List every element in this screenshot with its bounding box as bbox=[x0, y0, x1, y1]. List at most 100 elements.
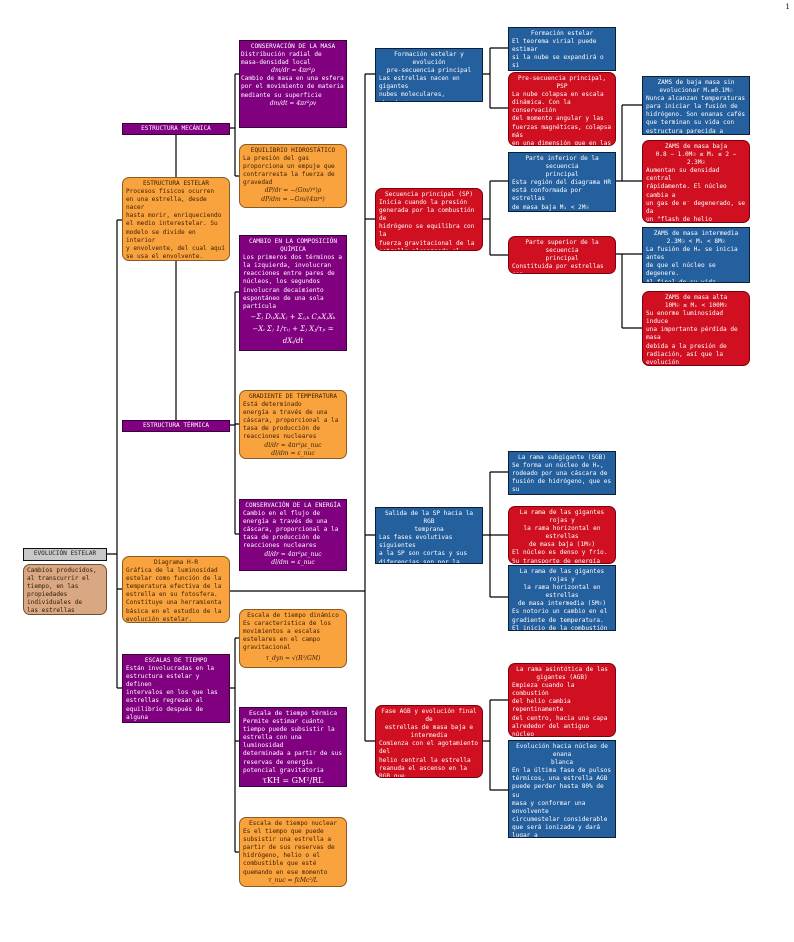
connector-salida-children bbox=[483, 471, 508, 598]
formula: dl/dr = 4πr²ρε_nuc bbox=[264, 550, 322, 558]
formula: dm/dt = 4πr²ρv bbox=[269, 99, 317, 107]
rama-gigantes-rojas-intermedia: La rama de las gigantes rojas y la rama … bbox=[508, 565, 616, 631]
rama-gigantes-rojas-baja: La rama de las gigantes rojas y la rama … bbox=[508, 506, 616, 564]
evolucion-estelar-title: EVOLUCIÓN ESTELAR bbox=[23, 548, 107, 561]
node-body: Es característica de los movimientos a e… bbox=[243, 620, 332, 652]
node-title: GRADIENTE DE TEMPERATURA bbox=[248, 393, 338, 400]
node-body: Las estrellas nacen en gigantes nubes mo… bbox=[379, 75, 460, 101]
node-body: Procesos físicos ocurren en una estrella… bbox=[126, 188, 226, 260]
node-body: Esta región del diagrama HR está conform… bbox=[512, 179, 612, 211]
node-body: Permite estimar cuánto tiempo puede subs… bbox=[243, 718, 343, 774]
node-title: Salida de la SP hacia la RGB temprana bbox=[384, 510, 474, 534]
node-title: ZAMS de masa baja 0.8 − 1.0M☉ ≤ Mᵢ ≤ 2 −… bbox=[655, 143, 737, 167]
connector-sp-children bbox=[483, 180, 508, 256]
node-title: EQUILIBRIO HIDROSTÁTICO bbox=[250, 147, 336, 154]
formula: dm/dr = 4πr²ρ bbox=[271, 67, 315, 75]
node-body: Constituida por estrellas con Mᵢ > 2M☉ bbox=[512, 263, 604, 273]
connector-superior-children bbox=[616, 253, 642, 329]
node-title: ESTRUCTURA MECÁNICA bbox=[141, 125, 211, 132]
node-title: Pre-secuencia principal, PSP bbox=[517, 75, 607, 91]
formula: τ_dyn ≈ √(R³/GM) bbox=[265, 655, 321, 663]
node-title: ZAMS de baja masa sin evolucionar Mᵢ≤0.1… bbox=[657, 79, 735, 95]
node-body: Aumentan su densidad central rápidamente… bbox=[646, 167, 746, 223]
formula: τ_nuc = fεMc²/L bbox=[268, 876, 318, 884]
fase-agb-evolucion-final: Fase AGB y evolución final de estrellas … bbox=[375, 705, 483, 778]
node-body: Empieza cuando la combustión del helio c… bbox=[512, 682, 608, 737]
node-body: El teorema virial puede estimar si la nu… bbox=[512, 38, 604, 70]
node-body: Inicia cuando la presión generada por la… bbox=[379, 199, 475, 250]
connector-agb-children bbox=[483, 699, 508, 791]
node-body: Cambios producidos, al transcurrir el ti… bbox=[27, 567, 97, 615]
connector-hr-evolution bbox=[230, 73, 375, 742]
node-title: CONSERVACIÓN DE LA ENERGÍA bbox=[245, 502, 341, 509]
secuencia-principal: Secuencia principal (SP)Inicia cuando la… bbox=[375, 188, 483, 251]
node-title: Formación estelar bbox=[530, 30, 594, 37]
node-body: Es el tiempo que puede subsistir una est… bbox=[243, 828, 335, 876]
node-title: Formación estelar y evolución pre-secuen… bbox=[386, 51, 472, 75]
node-body: Distribución radial de masa-densidad loc… bbox=[241, 51, 322, 67]
node-body: Está determinado energía a través de una… bbox=[243, 401, 339, 441]
node-title: ESCALAS DE TIEMPO bbox=[144, 657, 208, 664]
node-title: Parte inferior de la secuencia principal bbox=[525, 155, 599, 179]
formula: dl/dm = ε_nuc bbox=[271, 449, 315, 457]
connector-escalas-children bbox=[230, 637, 239, 853]
parte-superior-sp: Parte superior de la secuencia principal… bbox=[508, 236, 616, 274]
node-body: Su enorme luminosidad induce una importa… bbox=[646, 310, 738, 366]
connector-termica-children bbox=[230, 291, 239, 535]
node-title: La rama de las gigantes rojas y la rama … bbox=[517, 568, 607, 608]
page-number: 1 bbox=[785, 3, 790, 11]
parte-inferior-sp: Parte inferior de la secuencia principal… bbox=[508, 152, 616, 212]
node-title: Evolución hacia núcleo de enana blanca bbox=[516, 743, 608, 767]
node-title: La rama asintótica de las gigantes (AGB) bbox=[516, 666, 608, 682]
node-body: Se forma un núcleo de Hₑ, rodeado por un… bbox=[512, 462, 612, 494]
node-title: Secuencia principal (SP) bbox=[384, 191, 474, 198]
formula: dl/dr = 4πr²ρε_nuc bbox=[264, 441, 322, 449]
node-body: Las fases evolutivas siguientes a la SP … bbox=[379, 534, 468, 564]
node-body: La nube colapsa en escala dinámica. Con … bbox=[512, 91, 612, 146]
estructura-mecanica: ESTRUCTURA MECÁNICA bbox=[122, 123, 230, 135]
formula: dP/dm = −Gm/(4πr⁴) bbox=[261, 195, 325, 203]
node-title: ESTRUCTURA ESTELAR bbox=[142, 180, 210, 187]
node-title: ZAMS de masa alta 10M☉ ≤ Mᵢ < 100M☉ bbox=[664, 294, 728, 310]
node-title: La rama de las gigantes rojas y la rama … bbox=[519, 509, 605, 549]
rama-subgigante: La rama subgigante (SGB)Se forma un núcl… bbox=[508, 451, 616, 495]
node-body: Es notorio un cambio en el gradiente de … bbox=[512, 608, 608, 631]
formula: τKH = GM²/RL bbox=[262, 775, 324, 785]
node-body: Comienza con el agotamiento del helio ce… bbox=[379, 740, 479, 778]
zams-masa-alta: ZAMS de masa alta 10M☉ ≤ Mᵢ < 100M☉Su en… bbox=[642, 291, 750, 366]
node-title: CONSERVACIÓN DE LA MASA bbox=[250, 43, 336, 50]
node-body: Los primeros dos términos a la izquierda… bbox=[243, 254, 343, 310]
zams-masa-baja: ZAMS de masa baja 0.8 − 1.0M☉ ≤ Mᵢ ≤ 2 −… bbox=[642, 140, 750, 223]
node-title: La rama subgigante (SGB) bbox=[517, 454, 607, 461]
node-body: Nunca alcanzan temperaturas para iniciar… bbox=[646, 95, 746, 135]
node-title: Escala de tiempo dinámico bbox=[247, 612, 339, 619]
formula: dP/dr = −(Gm/r²)ρ bbox=[264, 187, 322, 195]
connector-inferior-children bbox=[616, 104, 642, 182]
node-title: EVOLUCIÓN ESTELAR bbox=[33, 550, 97, 557]
node-title: Parte superior de la secuencia principal bbox=[525, 239, 599, 263]
formula: −Σⱼ DᵢⱼXᵢXⱼ + Σⱼ,ₖ CⱼₖXⱼXₖ bbox=[250, 312, 336, 321]
node-title: CAMBIO EN LA COMPOSICIÓN QUÍMICA bbox=[248, 238, 338, 254]
node-body: El núcleo es denso y frío. Su transporte… bbox=[512, 549, 608, 564]
node-body: Cambio de masa en una esfera por el movi… bbox=[241, 75, 344, 99]
node-body: La fusión de Hₑ se inicia antes de que e… bbox=[646, 246, 738, 283]
zams-masa-intermedia: ZAMS de masa intermedia 2.3M☉ < Mᵢ < 8M☉… bbox=[642, 227, 750, 283]
evolucion-estelar-description: Cambios producidos, al transcurrir el ti… bbox=[23, 564, 107, 615]
rama-asintotica-agb: La rama asintótica de las gigantes (AGB)… bbox=[508, 663, 616, 737]
estructura-termica: ESTRUCTURA TÉRMICA bbox=[122, 420, 230, 432]
node-body: Están involucradas en la estructura este… bbox=[126, 665, 218, 722]
node-body: En la última fase de pulsos térmicos, un… bbox=[512, 767, 612, 838]
